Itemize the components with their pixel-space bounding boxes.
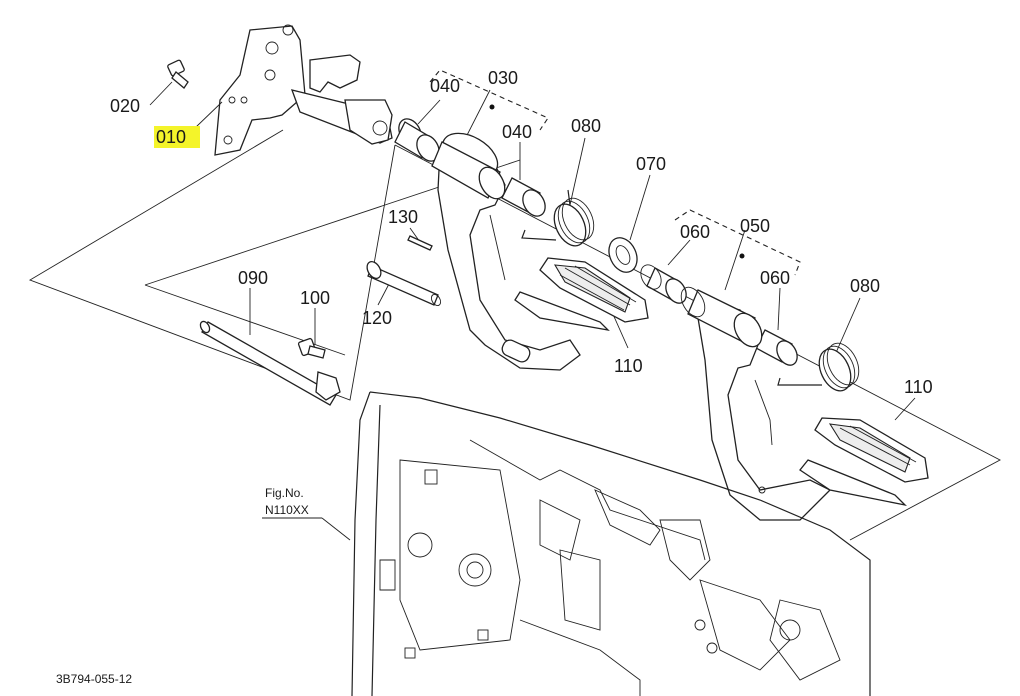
tractor-frame <box>351 391 871 696</box>
callout-040-right[interactable]: 040 <box>502 122 532 142</box>
callout-080-right[interactable]: 080 <box>850 276 880 296</box>
bracket-plate-010[interactable] <box>214 24 393 156</box>
drawing-code: 3B794-055-12 <box>56 672 132 686</box>
pedal-arm-050[interactable] <box>676 283 832 521</box>
figure-label-line1: Fig.No. <box>265 486 304 500</box>
callout-070[interactable]: 070 <box>636 154 666 174</box>
bushing-040-right[interactable] <box>501 177 550 220</box>
callout-090[interactable]: 090 <box>238 268 268 288</box>
pedal-pad-110-left[interactable] <box>514 257 649 331</box>
callout-130[interactable]: 130 <box>388 207 418 227</box>
clevis-pin-120[interactable] <box>364 259 442 307</box>
pin-130[interactable] <box>407 235 433 251</box>
pedal-pad-110-right[interactable] <box>799 417 929 507</box>
callout-100[interactable]: 100 <box>300 288 330 308</box>
callout-030[interactable]: 030 <box>488 68 518 88</box>
bushing-060-left[interactable] <box>637 261 691 307</box>
return-spring-080-right[interactable] <box>777 338 865 396</box>
callout-040-left[interactable]: 040 <box>430 76 460 96</box>
callout-060-left[interactable]: 060 <box>680 222 710 242</box>
bolt-100[interactable] <box>297 337 326 359</box>
washer-070[interactable] <box>604 233 643 277</box>
bushing-040-left[interactable] <box>394 115 443 165</box>
pedal-arm-030[interactable] <box>431 124 581 371</box>
leader-lines <box>149 81 916 421</box>
callout-060-right[interactable]: 060 <box>760 268 790 288</box>
callout-110-right[interactable]: 110 <box>904 377 933 397</box>
callout-highlight <box>154 126 200 148</box>
assembly-brackets <box>429 69 801 276</box>
callout-010[interactable]: 010 <box>156 127 186 147</box>
callout-020[interactable]: 020 <box>110 96 140 116</box>
shaft-090[interactable] <box>199 320 341 406</box>
callout-080-left[interactable]: 080 <box>571 116 601 136</box>
callout-110-left[interactable]: 110 <box>614 356 643 376</box>
bolt-020[interactable] <box>167 59 189 89</box>
callout-050[interactable]: 050 <box>740 216 770 236</box>
bushing-060-right[interactable] <box>755 329 801 369</box>
figure-number: Fig.No. N110XX <box>262 486 351 541</box>
return-spring-080-left[interactable] <box>521 189 600 251</box>
callout-labels: 010 020 040 030 040 080 070 130 060 050 … <box>110 68 933 397</box>
figure-label-line2: N110XX <box>265 503 309 517</box>
callout-120[interactable]: 120 <box>362 308 392 328</box>
